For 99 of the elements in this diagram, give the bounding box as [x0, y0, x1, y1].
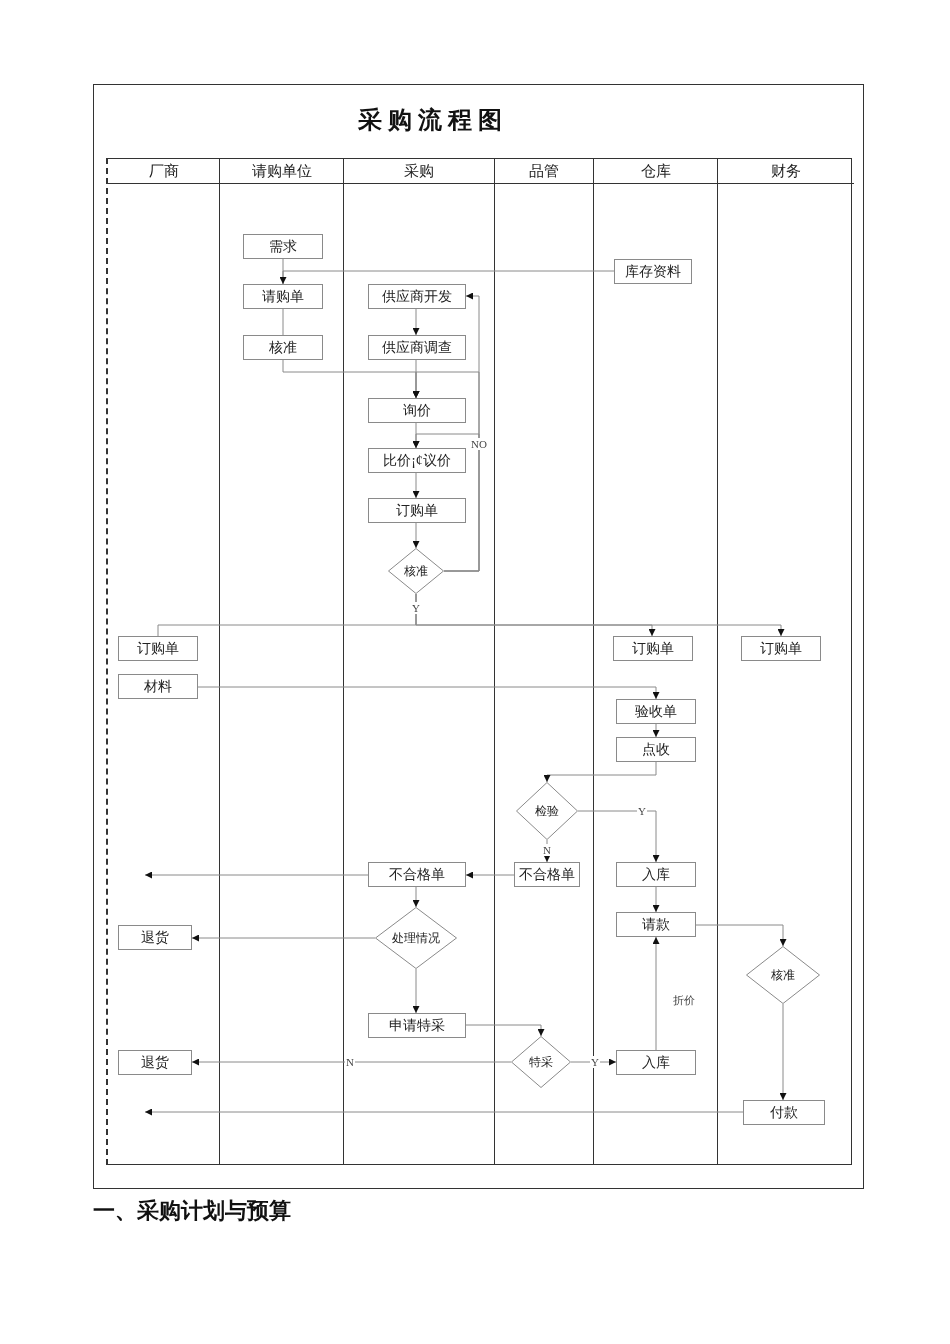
node-text: 需求: [269, 237, 297, 256]
lane-header: 财务: [771, 161, 801, 181]
connector-arrow: [652, 886, 660, 913]
node-text: 请款: [642, 915, 670, 934]
connector-arrow: [570, 1058, 617, 1066]
connector-arrow: [191, 934, 376, 942]
connector-line: [282, 308, 284, 336]
lane-header: 仓库: [640, 161, 671, 181]
process-box: [368, 284, 466, 309]
node-text: 不合格单: [519, 865, 575, 884]
connector-arrow: [415, 593, 785, 637]
connector-arrow: [191, 1058, 512, 1066]
connector-arrow: [465, 1024, 545, 1037]
process-box: [243, 284, 323, 309]
edge-label: N: [345, 1056, 355, 1068]
node-text: 检验: [535, 802, 559, 820]
lane-header: 品管: [529, 161, 559, 181]
process-box: [616, 862, 696, 887]
process-box: [614, 259, 692, 284]
connector-arrow: [652, 936, 660, 1051]
process-box: [616, 912, 696, 937]
node-text: 验收单: [635, 702, 677, 721]
node-text: 供应商调查: [382, 338, 452, 357]
connector-arrow: [412, 886, 420, 908]
decision-diamond: [511, 1036, 571, 1088]
edge-label: N: [542, 844, 552, 856]
connector-arrow: [412, 968, 420, 1014]
process-box: [368, 398, 466, 423]
process-box: [243, 234, 323, 259]
node-text: 比价¡¢议价: [383, 451, 451, 470]
connector-line: [282, 258, 284, 285]
process-box: [368, 498, 466, 523]
node-text: 请购单: [262, 287, 304, 306]
node-text: 入库: [642, 1053, 670, 1072]
process-box: [514, 862, 580, 887]
node-text: 核准: [404, 562, 428, 580]
edge-label: 折价: [672, 994, 696, 1006]
lane-header: 请购单位: [251, 161, 312, 181]
node-text: 退货: [141, 928, 169, 947]
lane-header: 采购: [404, 161, 434, 181]
process-box: [368, 335, 466, 360]
decision-diamond: [388, 548, 444, 594]
connector-arrow: [412, 308, 420, 336]
connector-arrow: [412, 422, 420, 449]
section-heading: 一、采购计划与预算: [93, 1197, 291, 1225]
node-text: 付款: [770, 1103, 798, 1122]
process-box: [368, 448, 466, 473]
edge-label: Y: [590, 1056, 600, 1068]
node-text: 询价: [403, 401, 431, 420]
process-box: [743, 1100, 825, 1125]
node-text: 订购单: [760, 639, 802, 658]
node-text: 订购单: [396, 501, 438, 520]
node-text: 订购单: [632, 639, 674, 658]
node-text: 材料: [144, 677, 172, 696]
connector-arrow: [779, 1003, 787, 1101]
node-text: 订购单: [137, 639, 179, 658]
connector-arrow: [144, 871, 369, 879]
process-box: [613, 636, 693, 661]
process-box: [616, 1050, 696, 1075]
connector-arrow: [279, 270, 615, 285]
process-box: [741, 636, 821, 661]
node-text: 不合格单: [389, 865, 445, 884]
node-text: 核准: [269, 338, 297, 357]
connector-arrow: [695, 924, 787, 947]
process-box: [118, 1050, 192, 1075]
connector-arrow: [652, 723, 660, 738]
connector-arrow: [412, 472, 420, 499]
connector-arrow: [197, 686, 660, 700]
node-text: 申请特采: [389, 1016, 445, 1035]
decision-diamond: [746, 946, 820, 1004]
node-text: 入库: [642, 865, 670, 884]
lane-header: 厂商: [148, 161, 179, 181]
process-box: [368, 1013, 466, 1038]
node-text: 库存资料: [625, 262, 681, 281]
node-text: 供应商开发: [382, 287, 452, 306]
connector-line: [157, 593, 417, 637]
edge-label: Y: [411, 602, 421, 614]
process-box: [616, 699, 696, 724]
process-box: [616, 737, 696, 762]
diagram-title: 采 购 流 程 图: [357, 106, 503, 135]
node-text: 核准: [771, 966, 795, 984]
process-box: [118, 636, 198, 661]
process-box: [118, 925, 192, 950]
process-box: [243, 335, 323, 360]
edge-label: Y: [637, 805, 647, 817]
node-text: 特采: [529, 1053, 553, 1071]
connector-arrow: [144, 1108, 744, 1116]
connector-arrow: [543, 761, 657, 783]
edge-label: NO: [470, 438, 488, 450]
process-box: [118, 674, 198, 699]
decision-diamond: [375, 907, 457, 969]
connector-arrow: [465, 871, 515, 879]
node-text: 退货: [141, 1053, 169, 1072]
connector-arrow: [577, 810, 660, 863]
node-text: 点收: [642, 740, 670, 759]
process-box: [368, 862, 466, 887]
decision-diamond: [516, 782, 578, 840]
connector-arrow: [412, 522, 420, 549]
node-text: 处理情况: [392, 929, 440, 947]
